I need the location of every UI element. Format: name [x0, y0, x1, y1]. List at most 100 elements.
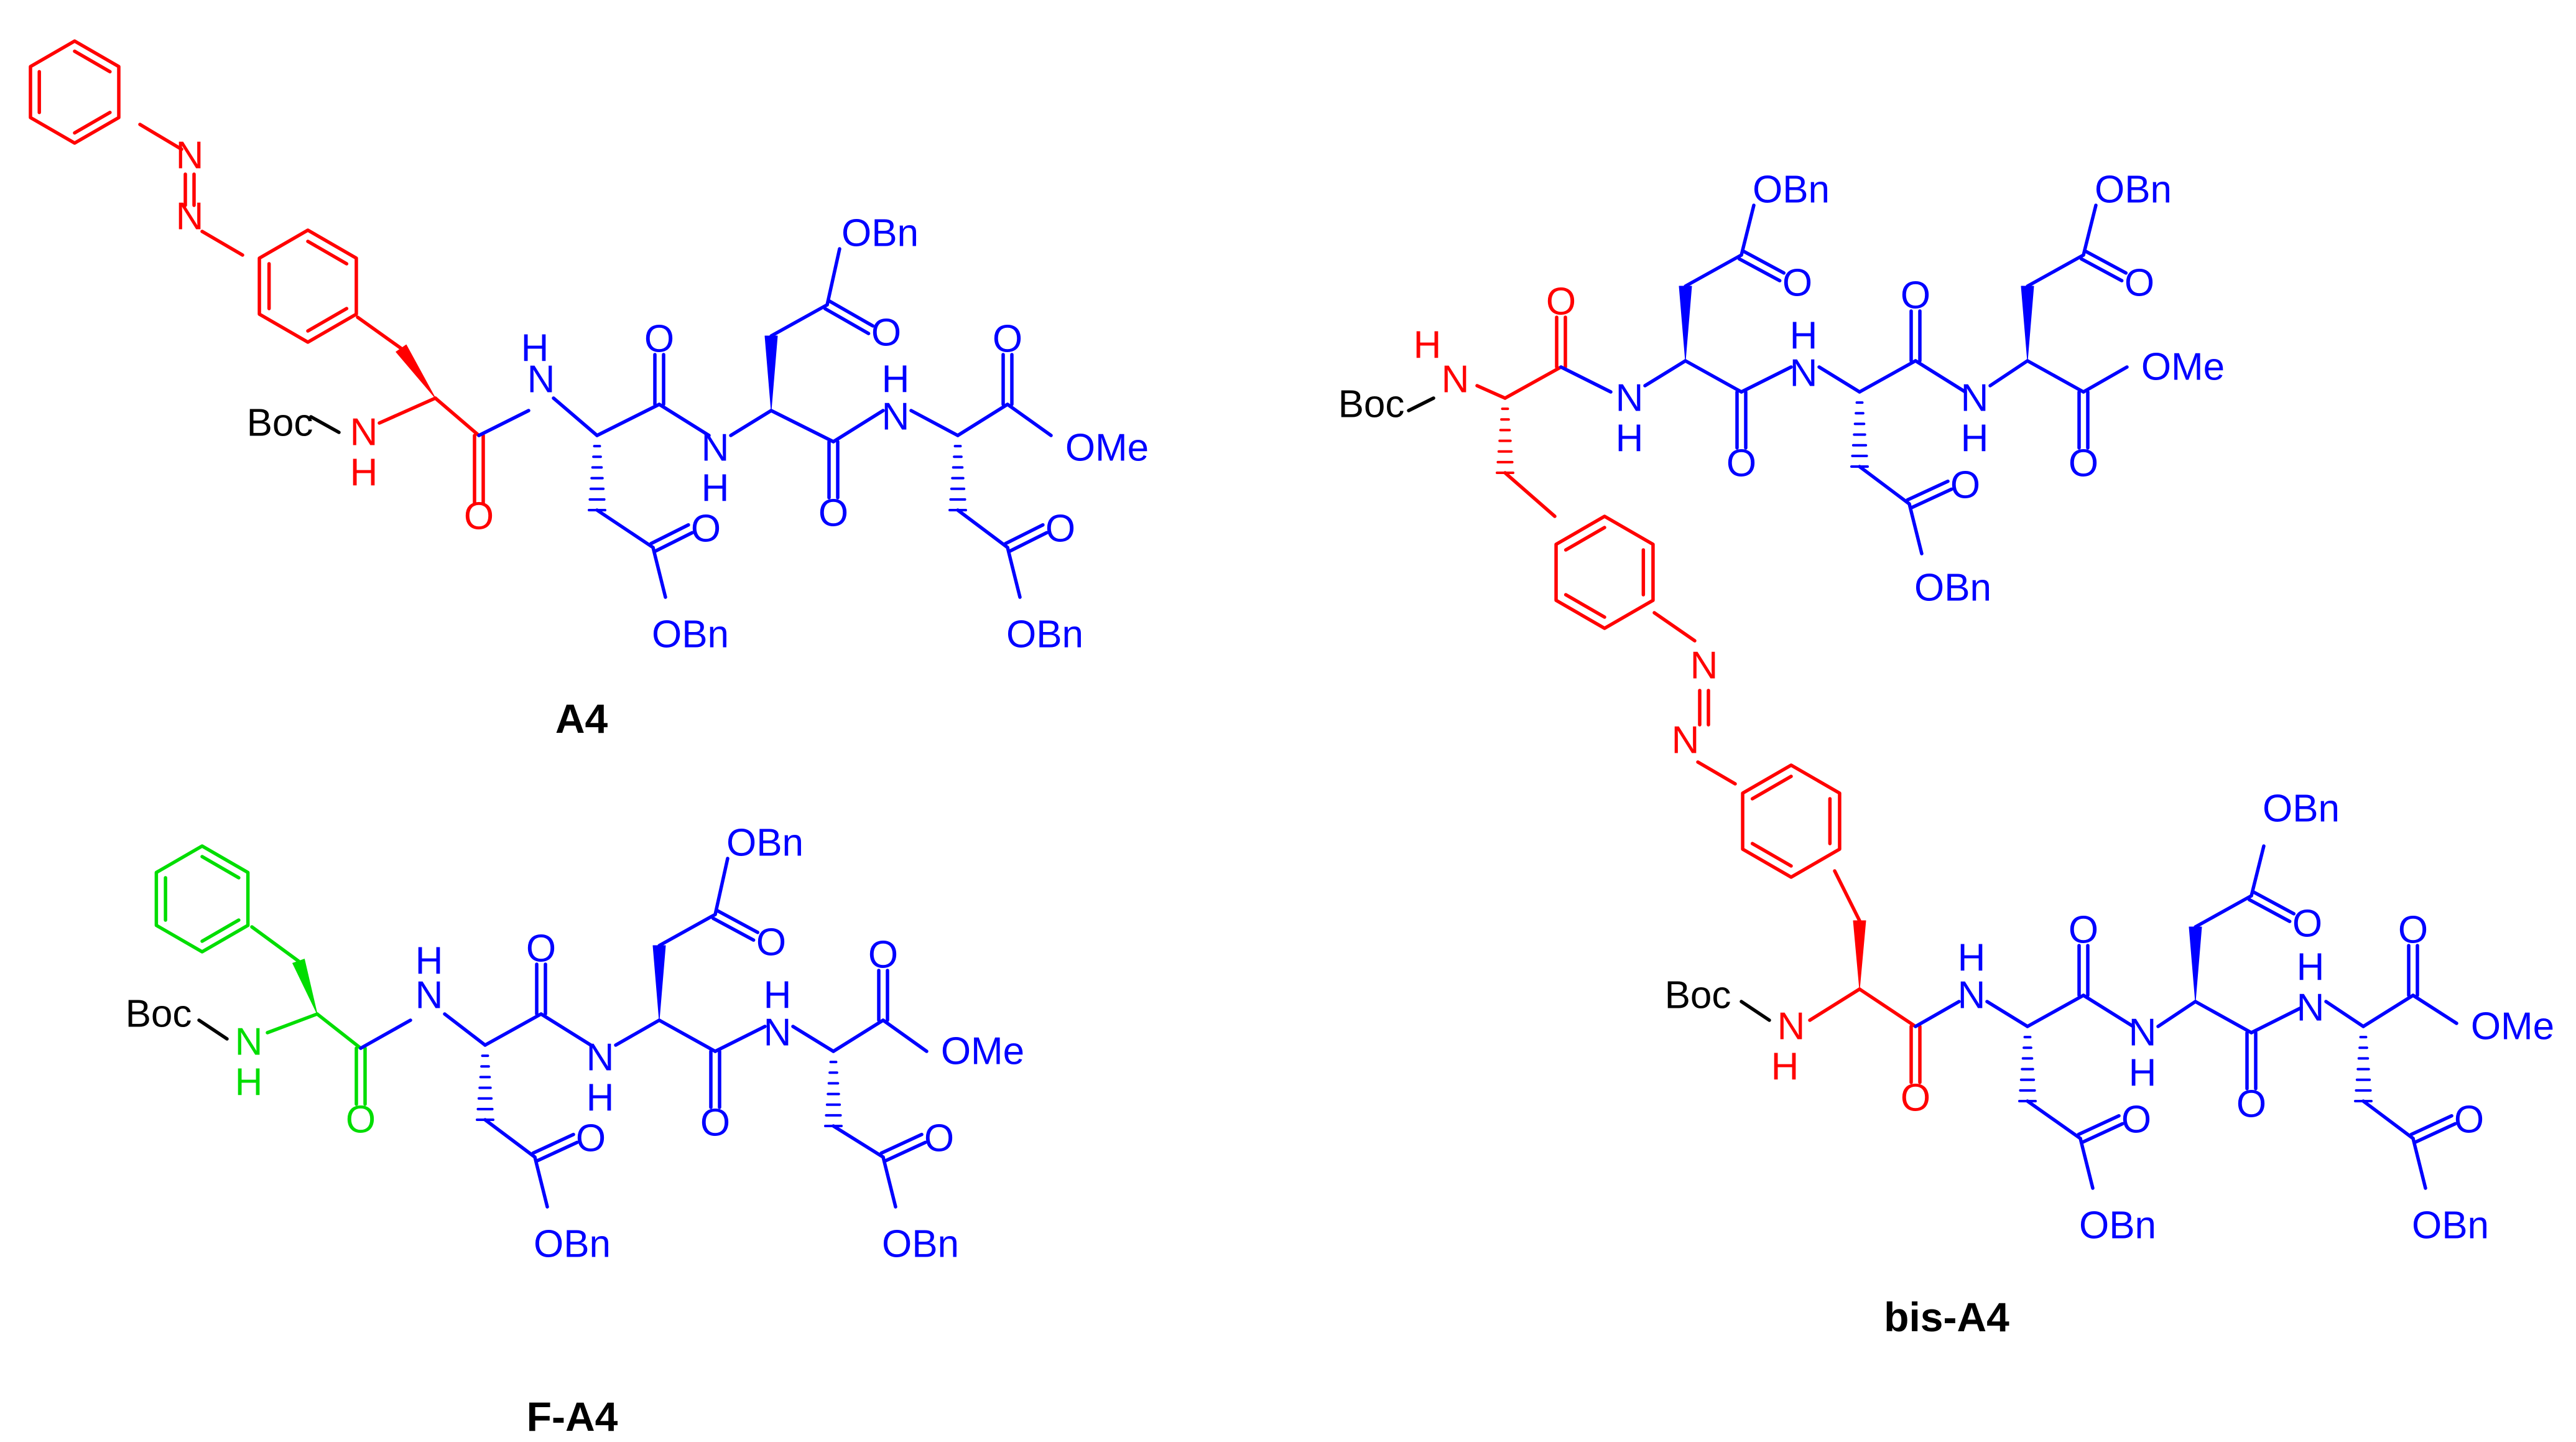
double-bond [1008, 531, 1049, 554]
bond [197, 1018, 229, 1041]
bond [791, 1025, 835, 1053]
nh-h: H [1771, 1046, 1799, 1089]
amide-n: N [764, 1012, 792, 1054]
double-bond [2247, 898, 2292, 923]
amide-h: H [1790, 315, 1818, 358]
ester-o: O [691, 508, 721, 551]
amide-n: N [2129, 1012, 2157, 1054]
aromatic-bond [1750, 774, 1793, 801]
bond [1858, 465, 1911, 506]
double-bond [535, 1140, 579, 1163]
bond [483, 1012, 543, 1047]
obn-label: OBn [2412, 1204, 2489, 1247]
bond [2026, 1099, 2082, 1140]
bond [378, 396, 437, 425]
bond [595, 402, 661, 437]
amide-h: H [764, 974, 792, 1017]
carbonyl-o: O [1726, 442, 1756, 485]
carbonyl-o: O [2069, 442, 2098, 485]
double-bond [2251, 890, 2296, 916]
azo-n1: N [176, 134, 204, 177]
double-bond [711, 916, 756, 942]
double-bond [2413, 1122, 2457, 1145]
double-bond [649, 523, 690, 546]
wedge-bond [292, 959, 318, 1015]
nh-n: N [350, 411, 378, 454]
bond [2361, 993, 2415, 1028]
aromatic-bond [1750, 842, 1793, 868]
amide-n: N [702, 427, 730, 470]
obn-label: OBn [2095, 169, 2172, 212]
amide-h: H [882, 358, 910, 401]
wedge-bond [2189, 926, 2202, 1002]
bond [1006, 402, 1053, 437]
obn-label: OBn [1006, 613, 1083, 656]
double-bond [2409, 1114, 2453, 1137]
bond [477, 409, 530, 437]
double-bond [2080, 1122, 2124, 1145]
bond [200, 230, 244, 257]
amide-h: H [702, 467, 730, 510]
amide-h: H [2297, 946, 2325, 989]
amide-n: N [2297, 987, 2325, 1030]
bond [2078, 1137, 2095, 1190]
aromatic-bond [73, 49, 112, 73]
obn-label: OBn [1753, 169, 1830, 212]
bond [1740, 1000, 1771, 1022]
ester-o: O [924, 1117, 954, 1160]
wedge-bond [652, 945, 666, 1021]
bond [533, 1155, 549, 1209]
bond [2082, 993, 2135, 1028]
amide-n: N [882, 396, 910, 439]
double-bond [823, 307, 871, 335]
bond [657, 1018, 717, 1053]
amide-n: N [527, 358, 555, 401]
boc-label: Boc [126, 993, 192, 1036]
bond [2194, 894, 2253, 929]
benzene-ring [1741, 763, 1842, 879]
boc-label: Boc [1665, 974, 1731, 1017]
ester-o: O [1950, 464, 1980, 507]
azo-n1: N [1690, 644, 1718, 687]
carbonyl-o: O [993, 318, 1022, 361]
bond [657, 913, 717, 947]
obn-label: OBn [2263, 788, 2340, 830]
nh-n: N [1442, 358, 1470, 401]
amide-n: N [415, 974, 443, 1017]
ester-o: O [2124, 262, 2154, 305]
obn-label: OBn [534, 1223, 611, 1266]
benzene-ring [154, 844, 250, 954]
ome-label: OMe [941, 1030, 1024, 1073]
bond [1006, 546, 1022, 599]
double-bond [879, 1132, 924, 1155]
amide-n: N [1958, 974, 1986, 1017]
double-bond [1004, 523, 1045, 546]
ome-label: OMe [2141, 346, 2225, 389]
bond [1817, 365, 1861, 394]
bond [825, 247, 841, 307]
ester-o: O [576, 1117, 606, 1160]
aromatic-bond [1564, 593, 1606, 619]
wedge-bond [764, 335, 778, 411]
nh-h: H [350, 452, 378, 495]
bond [1475, 384, 1507, 400]
wedge-bond [396, 344, 436, 399]
ester-o: O [756, 921, 786, 964]
bond [1407, 396, 1435, 412]
aromatic-bond [306, 240, 349, 266]
aromatic-bond [1564, 526, 1606, 552]
bond [713, 857, 730, 916]
carbonyl-o: O [644, 318, 674, 361]
ester-o: O [2292, 903, 2322, 946]
carbonyl-o: O [2069, 909, 2098, 952]
bond [881, 1155, 897, 1209]
double-bond [1741, 249, 1786, 275]
bond [2194, 1000, 2253, 1035]
double-bond [1737, 257, 1782, 282]
amide-n: N [1961, 377, 1989, 420]
amide-h: H [415, 940, 443, 983]
wedge-bond [1853, 920, 1866, 990]
bond [729, 409, 773, 437]
bond [138, 123, 183, 151]
bond [1643, 359, 1687, 388]
